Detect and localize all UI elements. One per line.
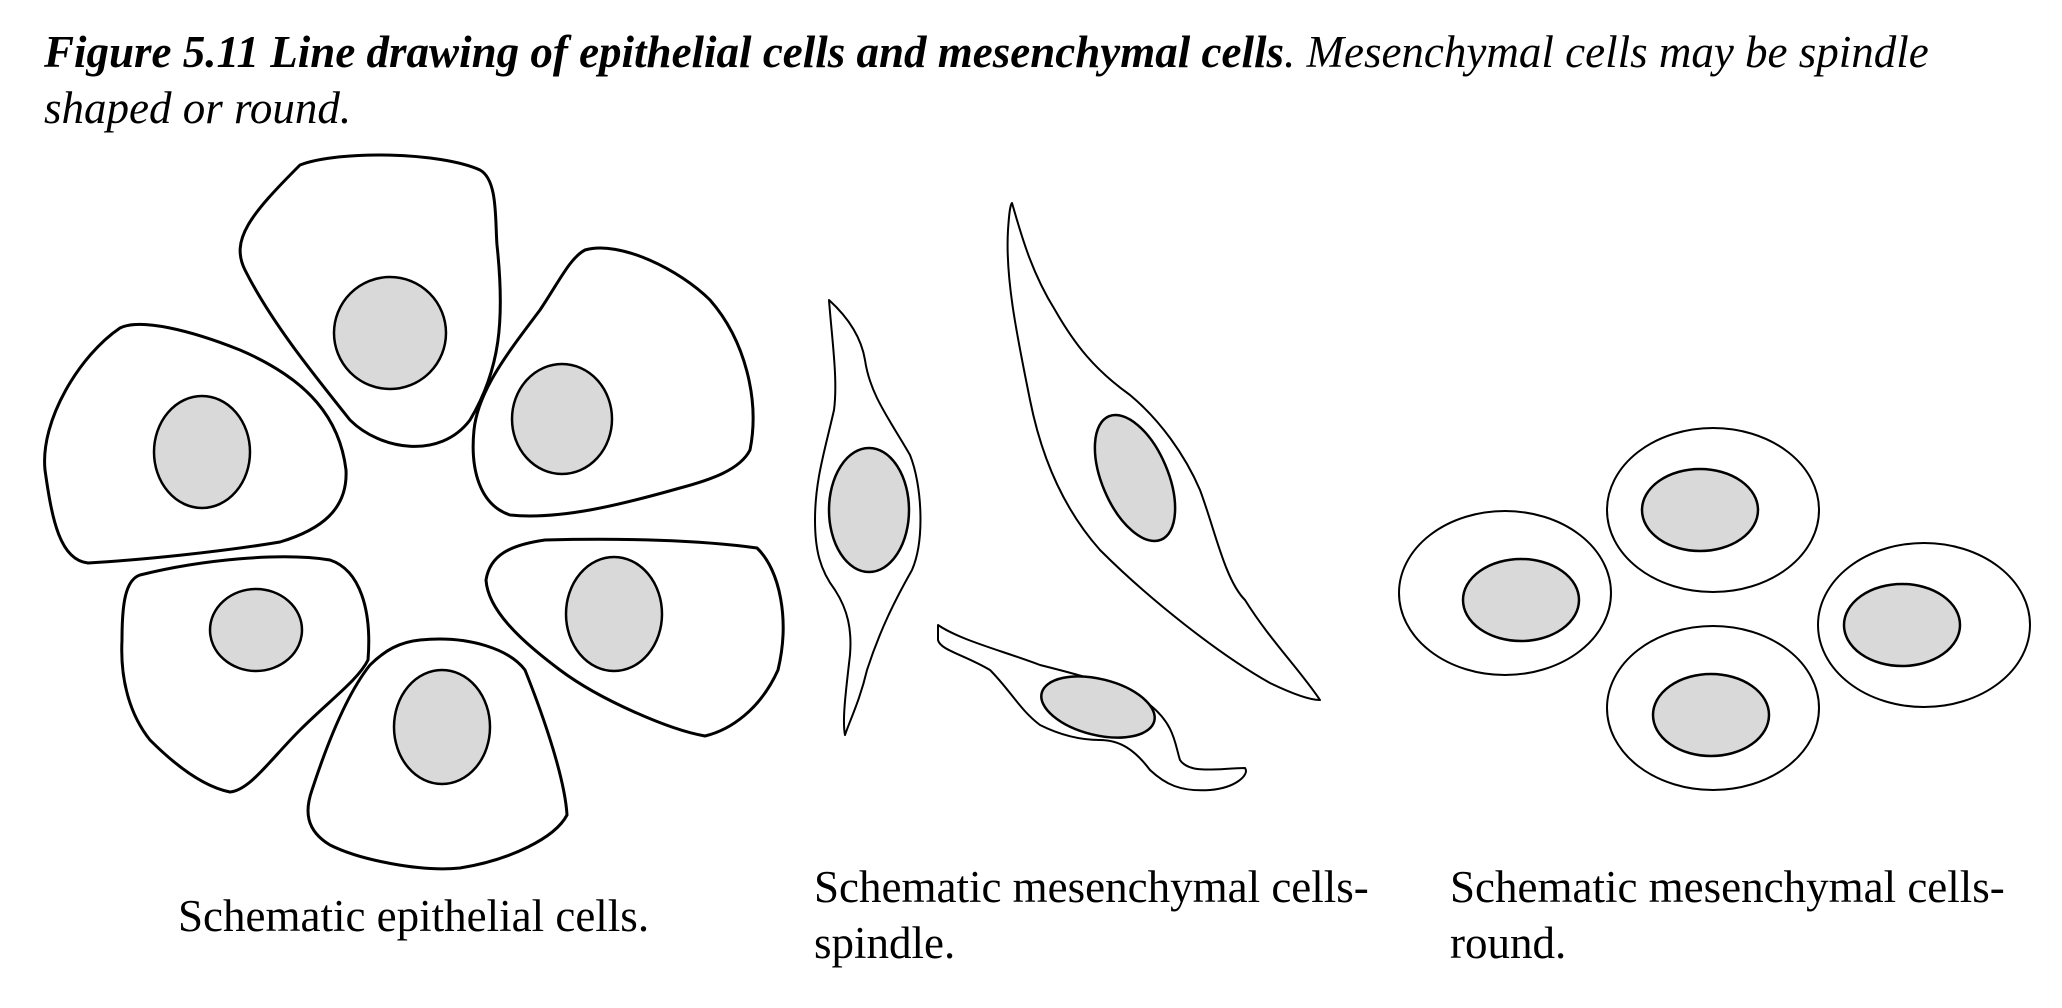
label-spindle-line2: spindle. — [814, 918, 956, 968]
round-mesenchymal-cells — [1398, 427, 2031, 791]
nucleus — [827, 446, 911, 574]
figure-caption: Figure 5.11 Line drawing of epithelial c… — [44, 24, 2034, 136]
epithelial-cell-top — [238, 153, 502, 448]
nucleus — [510, 362, 614, 476]
round-cell-right — [1817, 542, 2031, 708]
epithelial-cell-lower-left — [120, 555, 371, 794]
spindle-cell-vertical — [814, 299, 922, 736]
epithelial-cell-bottom — [306, 637, 569, 871]
epithelial-cell-upper-right — [471, 246, 755, 518]
label-spindle-cells: Schematic mesenchymal cells-spindle. — [814, 859, 1369, 971]
round-cell-top — [1606, 427, 1820, 593]
figure-caption-text: . Mesenchymal cells may be spindle shape… — [44, 27, 1929, 133]
nucleus — [1842, 582, 1962, 668]
spindle-cell-diagonal — [1006, 202, 1321, 701]
nucleus — [392, 668, 492, 786]
label-round-cells: Schematic mesenchymal cells-round. — [1450, 859, 2005, 971]
nucleus — [152, 394, 252, 510]
nucleus — [1640, 467, 1760, 553]
nucleus — [1651, 672, 1771, 758]
round-cell-left — [1398, 510, 1612, 676]
nucleus — [332, 275, 448, 391]
nucleus — [1093, 413, 1177, 543]
label-round-line1: Schematic mesenchymal cells- — [1450, 862, 2005, 912]
label-epithelial-cells: Schematic epithelial cells. — [178, 891, 650, 941]
spindle-cell-horizontal — [937, 624, 1247, 792]
nucleus — [208, 587, 304, 673]
nucleus — [564, 555, 664, 673]
epithelial-cell-cluster — [43, 153, 785, 871]
label-round-line2: round. — [1450, 918, 1567, 968]
spindle-mesenchymal-cells — [814, 202, 1321, 792]
round-cell-bottom — [1606, 625, 1820, 791]
label-spindle-line1: Schematic mesenchymal cells- — [814, 862, 1369, 912]
epithelial-cell-upper-left — [43, 322, 348, 565]
epithelial-cell-lower-right — [484, 537, 785, 738]
figure-caption-title: Figure 5.11 Line drawing of epithelial c… — [44, 27, 1284, 77]
nucleus — [1461, 557, 1581, 643]
nucleus — [1040, 675, 1156, 739]
